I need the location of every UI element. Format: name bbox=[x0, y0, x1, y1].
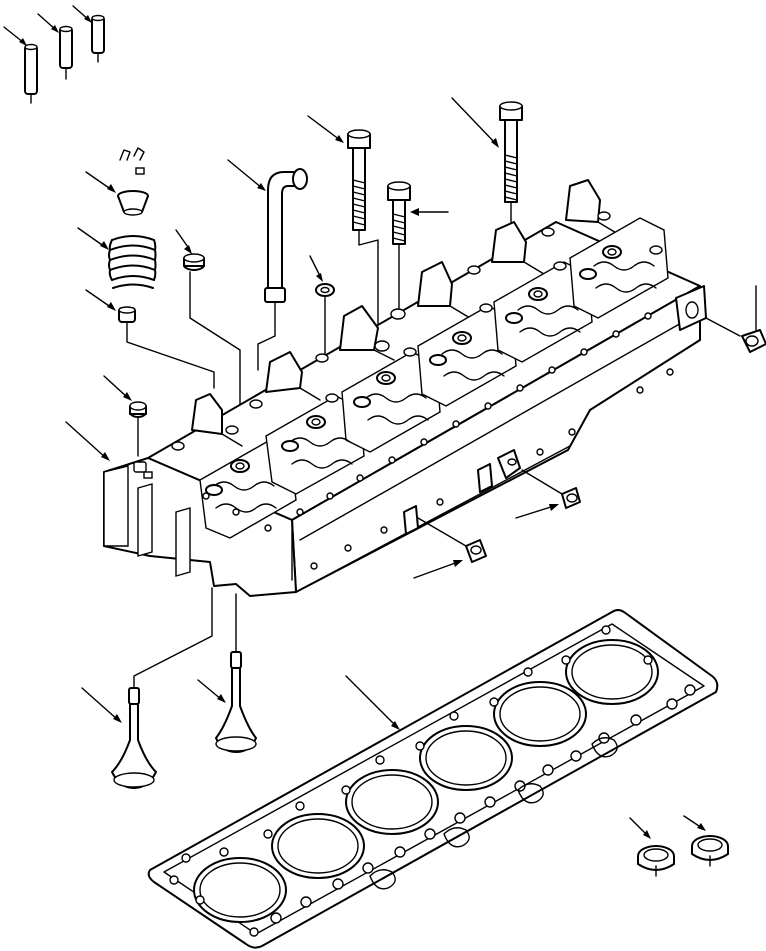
plug-right bbox=[705, 285, 766, 353]
head-gasket bbox=[147, 609, 719, 949]
head-bolt-long-1 bbox=[307, 115, 379, 341]
sealing-washer bbox=[309, 255, 335, 393]
valve-guide-2 bbox=[59, 25, 73, 80]
intake-valve bbox=[81, 587, 213, 789]
plug-bottom-1 bbox=[515, 469, 581, 519]
plug-bottom-2 bbox=[413, 517, 487, 579]
cylinder-head bbox=[103, 179, 707, 597]
valve-guide-3 bbox=[91, 14, 105, 63]
leader-arrows-guides bbox=[3, 5, 92, 46]
valve-seal bbox=[118, 306, 136, 323]
exhaust-valve bbox=[197, 593, 257, 753]
leader-arrow-head bbox=[65, 421, 110, 461]
leader-arrows-springs bbox=[77, 171, 215, 389]
head-bolt-short bbox=[387, 181, 449, 309]
valve-seat-insert-2 bbox=[683, 815, 729, 867]
spring-retainer bbox=[117, 190, 149, 216]
valve-keepers bbox=[119, 147, 145, 175]
head-bolt-long-2 bbox=[451, 97, 523, 319]
valve-guide-1 bbox=[24, 43, 38, 104]
gasket-bores bbox=[193, 639, 659, 923]
valve-spring bbox=[108, 235, 157, 289]
gasket-holes bbox=[169, 625, 696, 937]
fuel-tube-elbow bbox=[227, 159, 308, 371]
expansion-plug-left bbox=[103, 375, 147, 457]
valve-seat-insert-1 bbox=[629, 817, 675, 877]
